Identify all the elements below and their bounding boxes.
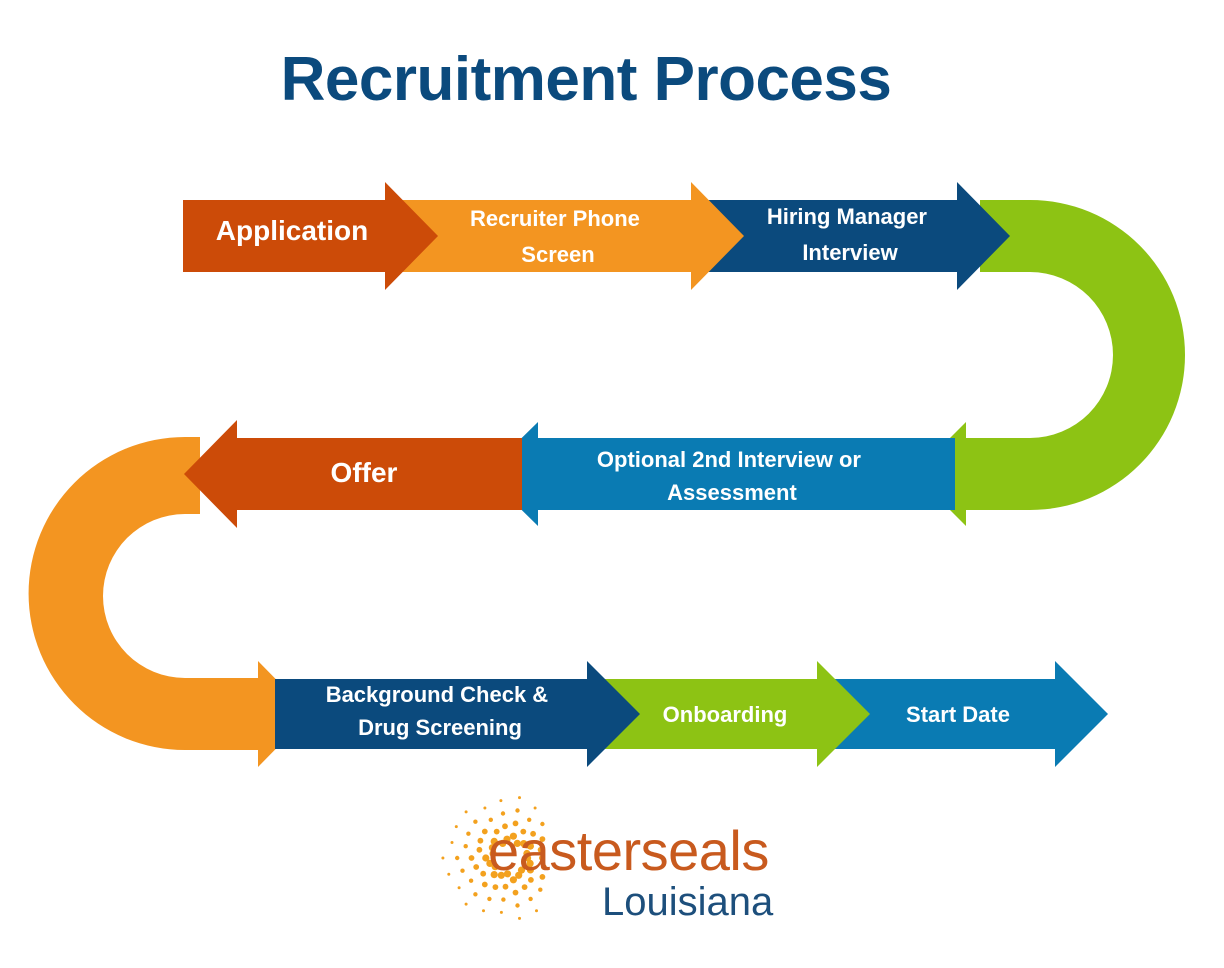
sunburst-dot (481, 881, 488, 888)
sunburst-dot (473, 864, 480, 870)
sunburst-dot (487, 896, 492, 902)
step-onboarding-label: Onboarding (663, 702, 788, 727)
sunburst-dot (490, 837, 498, 845)
sunburst-dot (493, 828, 500, 835)
sunburst-dot (463, 844, 468, 849)
sunburst-dot (515, 808, 520, 813)
sunburst-dot (499, 910, 503, 914)
sunburst-dot (473, 819, 478, 824)
sunburst-dot (527, 817, 532, 822)
sunburst-dot (454, 825, 458, 829)
logo-word-easterseals: easterseals (488, 819, 769, 882)
sunburst-dot (526, 842, 534, 850)
sunburst-dot (483, 806, 487, 810)
left-u-turn-connector (28, 437, 263, 750)
step-start-date-label: Start Date (906, 702, 1010, 727)
sunburst-dot (515, 903, 520, 908)
right-u-turn-connector (962, 200, 1185, 510)
sunburst-dot (526, 866, 534, 874)
sunburst-dot (518, 916, 521, 920)
sunburst-dot (523, 849, 531, 858)
page-title: Recruitment Process (280, 45, 892, 114)
sunburst-dot (447, 872, 451, 876)
sunburst-dot (520, 828, 527, 835)
sunburst-dot (482, 854, 490, 862)
sunburst-dot (526, 859, 534, 867)
sunburst-dot (466, 831, 471, 836)
step-hiring-manager-arrow (708, 182, 1010, 290)
sunburst-dot (482, 909, 485, 913)
sunburst-dot (502, 823, 508, 830)
sunburst-dot (537, 846, 544, 853)
step-recruiter-phone-arrow (400, 182, 744, 290)
step-offer-label: Offer (331, 457, 398, 488)
step-optional-interview-arrow (485, 422, 955, 526)
sunburst-dot (533, 806, 537, 810)
sunburst-dot (520, 840, 528, 848)
sunburst-dot (480, 870, 487, 877)
sunburst-dot (481, 828, 488, 835)
sunburst-dot (457, 886, 461, 890)
sunburst-dot (540, 864, 547, 870)
sunburst-dot (455, 855, 460, 861)
easterseals-logo: easterseals Louisiana (436, 786, 796, 936)
sunburst-dot (509, 832, 517, 840)
sunburst-dot (530, 830, 536, 837)
sunburst-dot (513, 839, 521, 847)
sunburst-dot (528, 896, 533, 902)
step-application-label: Application (216, 215, 368, 246)
sunburst-dot (521, 884, 528, 890)
sunburst-dot (518, 796, 521, 800)
sunburst-dot (464, 902, 468, 906)
sunburst-dot (503, 835, 511, 843)
step-start-date-arrow (834, 661, 1108, 767)
sunburst-dot (535, 909, 538, 913)
sunburst-dot (492, 884, 499, 890)
step-recruiter-phone-label: Recruiter Phone Screen (470, 206, 646, 267)
sunburst-dot (460, 868, 465, 873)
sunburst-dot (528, 877, 534, 883)
step-optional-interview-label: Optional 2nd Interview or Assessment (597, 447, 867, 505)
sunburst-dot (490, 871, 498, 879)
step-hiring-manager-label: Hiring Manager Interview (767, 204, 933, 265)
sunburst-dot (499, 799, 503, 803)
sunburst-dot (502, 883, 509, 890)
sunburst-dot (509, 876, 517, 884)
sunburst-dot (539, 874, 546, 880)
sunburst-dot (450, 841, 454, 844)
sunburst-dot (540, 821, 545, 827)
logo-word-louisiana: Louisiana (602, 880, 774, 924)
sunburst-dot (488, 844, 496, 852)
sunburst-dot (486, 859, 494, 867)
sunburst-dot (464, 810, 468, 814)
sunburst-dot (441, 856, 445, 860)
sunburst-icon (441, 796, 547, 920)
sunburst-dot (476, 846, 483, 853)
sunburst-dot (512, 820, 519, 827)
step-background-check-arrow (275, 661, 640, 767)
sunburst-dot (515, 871, 523, 879)
step-application-arrow (183, 182, 438, 290)
sunburst-dot (539, 836, 546, 842)
step-offer-arrow (184, 420, 522, 528)
sunburst-dot (489, 849, 497, 858)
sunburst-dot (468, 878, 474, 883)
sunburst-dot (500, 811, 506, 816)
sunburst-dot (491, 863, 499, 871)
sunburst-dot (468, 855, 475, 861)
sunburst-dot (501, 897, 506, 902)
sunburst-dot (539, 855, 545, 861)
sunburst-dot (477, 837, 484, 844)
step-background-check-label: Background Check & Drug Screening (326, 682, 555, 740)
sunburst-dot (497, 871, 505, 879)
sunburst-dot (512, 889, 519, 896)
sunburst-dot (503, 870, 512, 878)
sunburst-dot (488, 817, 493, 822)
sunburst-dot (538, 887, 543, 892)
step-onboarding-arrow (604, 661, 870, 767)
sunburst-dot (473, 892, 478, 897)
